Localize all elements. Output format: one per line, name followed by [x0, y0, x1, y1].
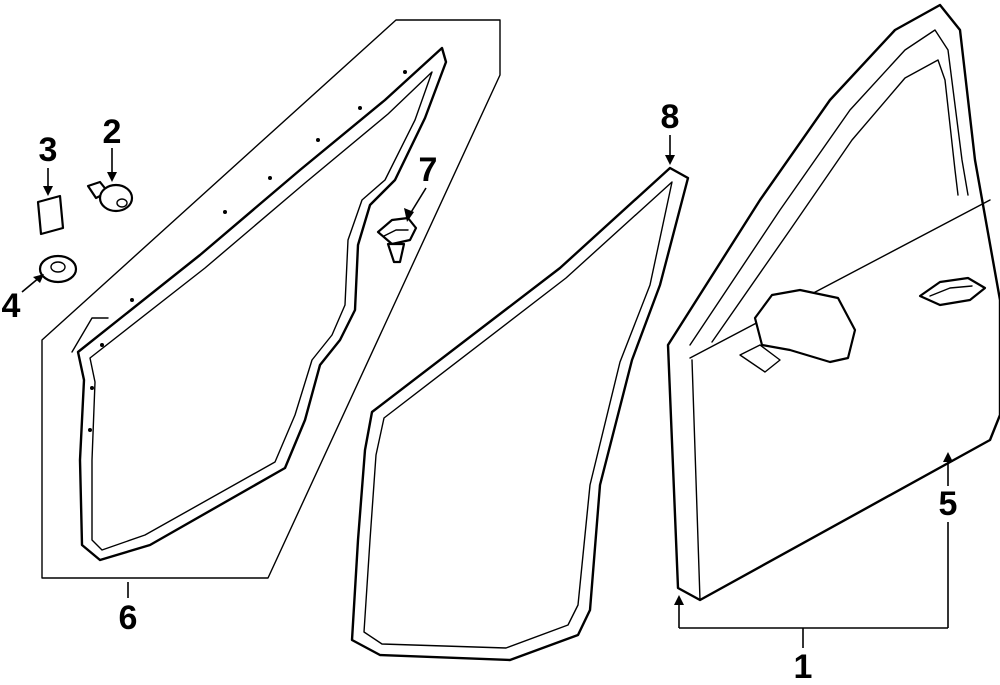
callout-2: 2 — [102, 113, 122, 151]
door-weatherstrip-part-6 — [71, 46, 448, 562]
door-shell-part-1 — [666, 3, 1000, 602]
callout-7: 7 — [418, 151, 438, 189]
stopper-part-2 — [86, 180, 134, 213]
leader-lines — [21, 135, 953, 648]
callout-4: 4 — [1, 287, 21, 325]
grommet-part-4 — [38, 254, 78, 284]
clip-part-7 — [376, 216, 418, 264]
body-weatherstrip-part-8 — [350, 166, 690, 662]
callout-5: 5 — [938, 485, 958, 523]
cap-part-3 — [36, 194, 65, 236]
callout-6: 6 — [118, 599, 138, 637]
callout-1: 1 — [793, 648, 813, 685]
callout-8: 8 — [660, 98, 680, 136]
part-6-group-box — [41, 19, 501, 579]
callout-3: 3 — [38, 131, 58, 169]
